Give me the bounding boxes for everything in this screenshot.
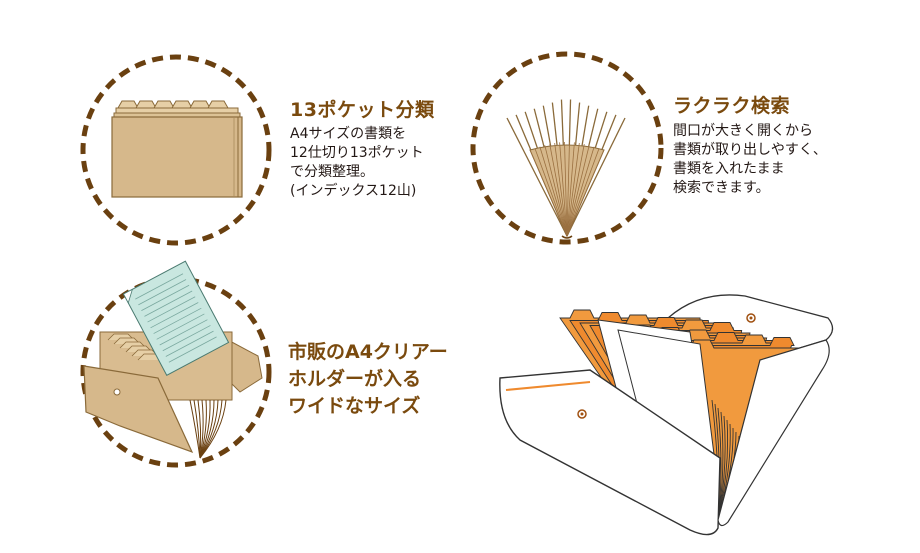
- feature-line: A4サイズの書類を: [290, 126, 407, 142]
- feature-title-wide: 市販のA4クリアー ホルダーが入る ワイドなサイズ: [288, 339, 448, 420]
- wide-line: ワイドなサイズ: [288, 395, 421, 417]
- feature-body-pockets: A4サイズの書類を 12仕切り13ポケット で分類整理。 (インデックス12山): [290, 125, 424, 201]
- feature-line: 12仕切り13ポケット: [290, 145, 424, 161]
- feature-line: (インデックス12山): [290, 183, 417, 199]
- feature-title-search: ラクラク検索: [673, 95, 791, 117]
- feature-body-search: 間口が大きく開くから 書類が取り出しやすく、 書類を入れたまま 検索できます。: [673, 122, 827, 198]
- wide-line: ホルダーが入る: [288, 368, 422, 390]
- feature-line: 書類を入れたまま: [673, 161, 785, 177]
- feature-title-pockets: 13ポケット分類: [290, 99, 435, 121]
- feature-line: 間口が大きく開くから: [673, 123, 813, 139]
- wide-line: 市販のA4クリアー: [288, 341, 448, 363]
- feature-line: 書類が取り出しやすく、: [673, 142, 827, 158]
- feature-line: 検索できます。: [673, 180, 770, 196]
- feature-line: で分類整理。: [290, 164, 374, 180]
